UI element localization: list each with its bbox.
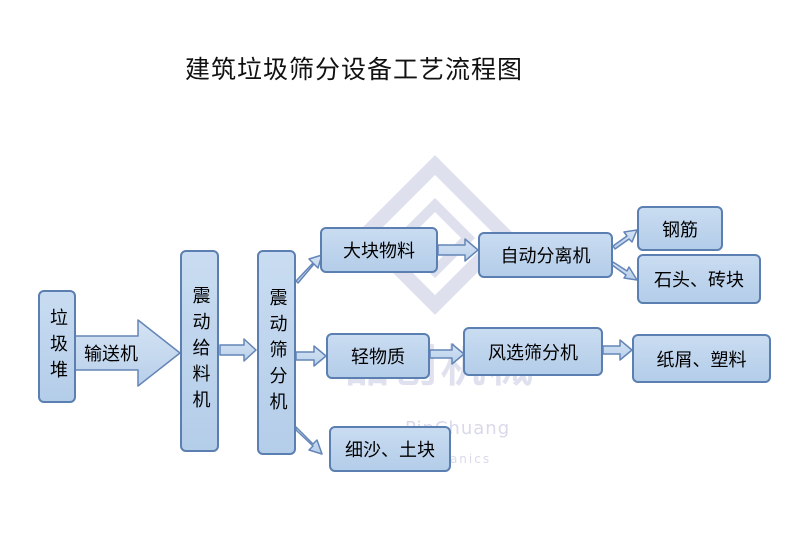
node-garbage-pile: 垃圾堆 bbox=[38, 290, 76, 403]
node-wind-screen: 风选筛分机 bbox=[463, 327, 603, 376]
node-vibrating-feeder: 震动给料机 bbox=[180, 250, 219, 452]
node-light-material: 轻物质 bbox=[326, 333, 430, 379]
conveyor-arrow bbox=[74, 319, 181, 387]
arrow-feeder-screen bbox=[219, 338, 257, 362]
arrow-screen-light bbox=[295, 345, 327, 367]
arrow-screen-large bbox=[295, 254, 323, 284]
node-rebar: 钢筋 bbox=[637, 206, 723, 251]
arrow-screen-fine bbox=[295, 426, 323, 455]
node-fine-sand: 细沙、土块 bbox=[329, 426, 451, 472]
node-paper-plastic: 纸屑、塑料 bbox=[632, 334, 771, 383]
arrow-large-auto bbox=[437, 238, 479, 262]
arrow-wind-paper bbox=[602, 339, 633, 361]
arrow-auto-rebar bbox=[612, 229, 638, 250]
node-stone-brick: 石头、砖块 bbox=[637, 254, 761, 304]
node-vibrating-screen: 震动筛分机 bbox=[257, 250, 296, 455]
arrow-light-wind bbox=[429, 343, 465, 365]
node-large-material: 大块物料 bbox=[320, 227, 438, 273]
diagram-title: 建筑垃圾筛分设备工艺流程图 bbox=[185, 55, 524, 84]
node-conveyor: 输送机 bbox=[84, 344, 138, 365]
arrow-auto-stone bbox=[611, 261, 638, 281]
node-auto-separator: 自动分离机 bbox=[478, 232, 613, 278]
